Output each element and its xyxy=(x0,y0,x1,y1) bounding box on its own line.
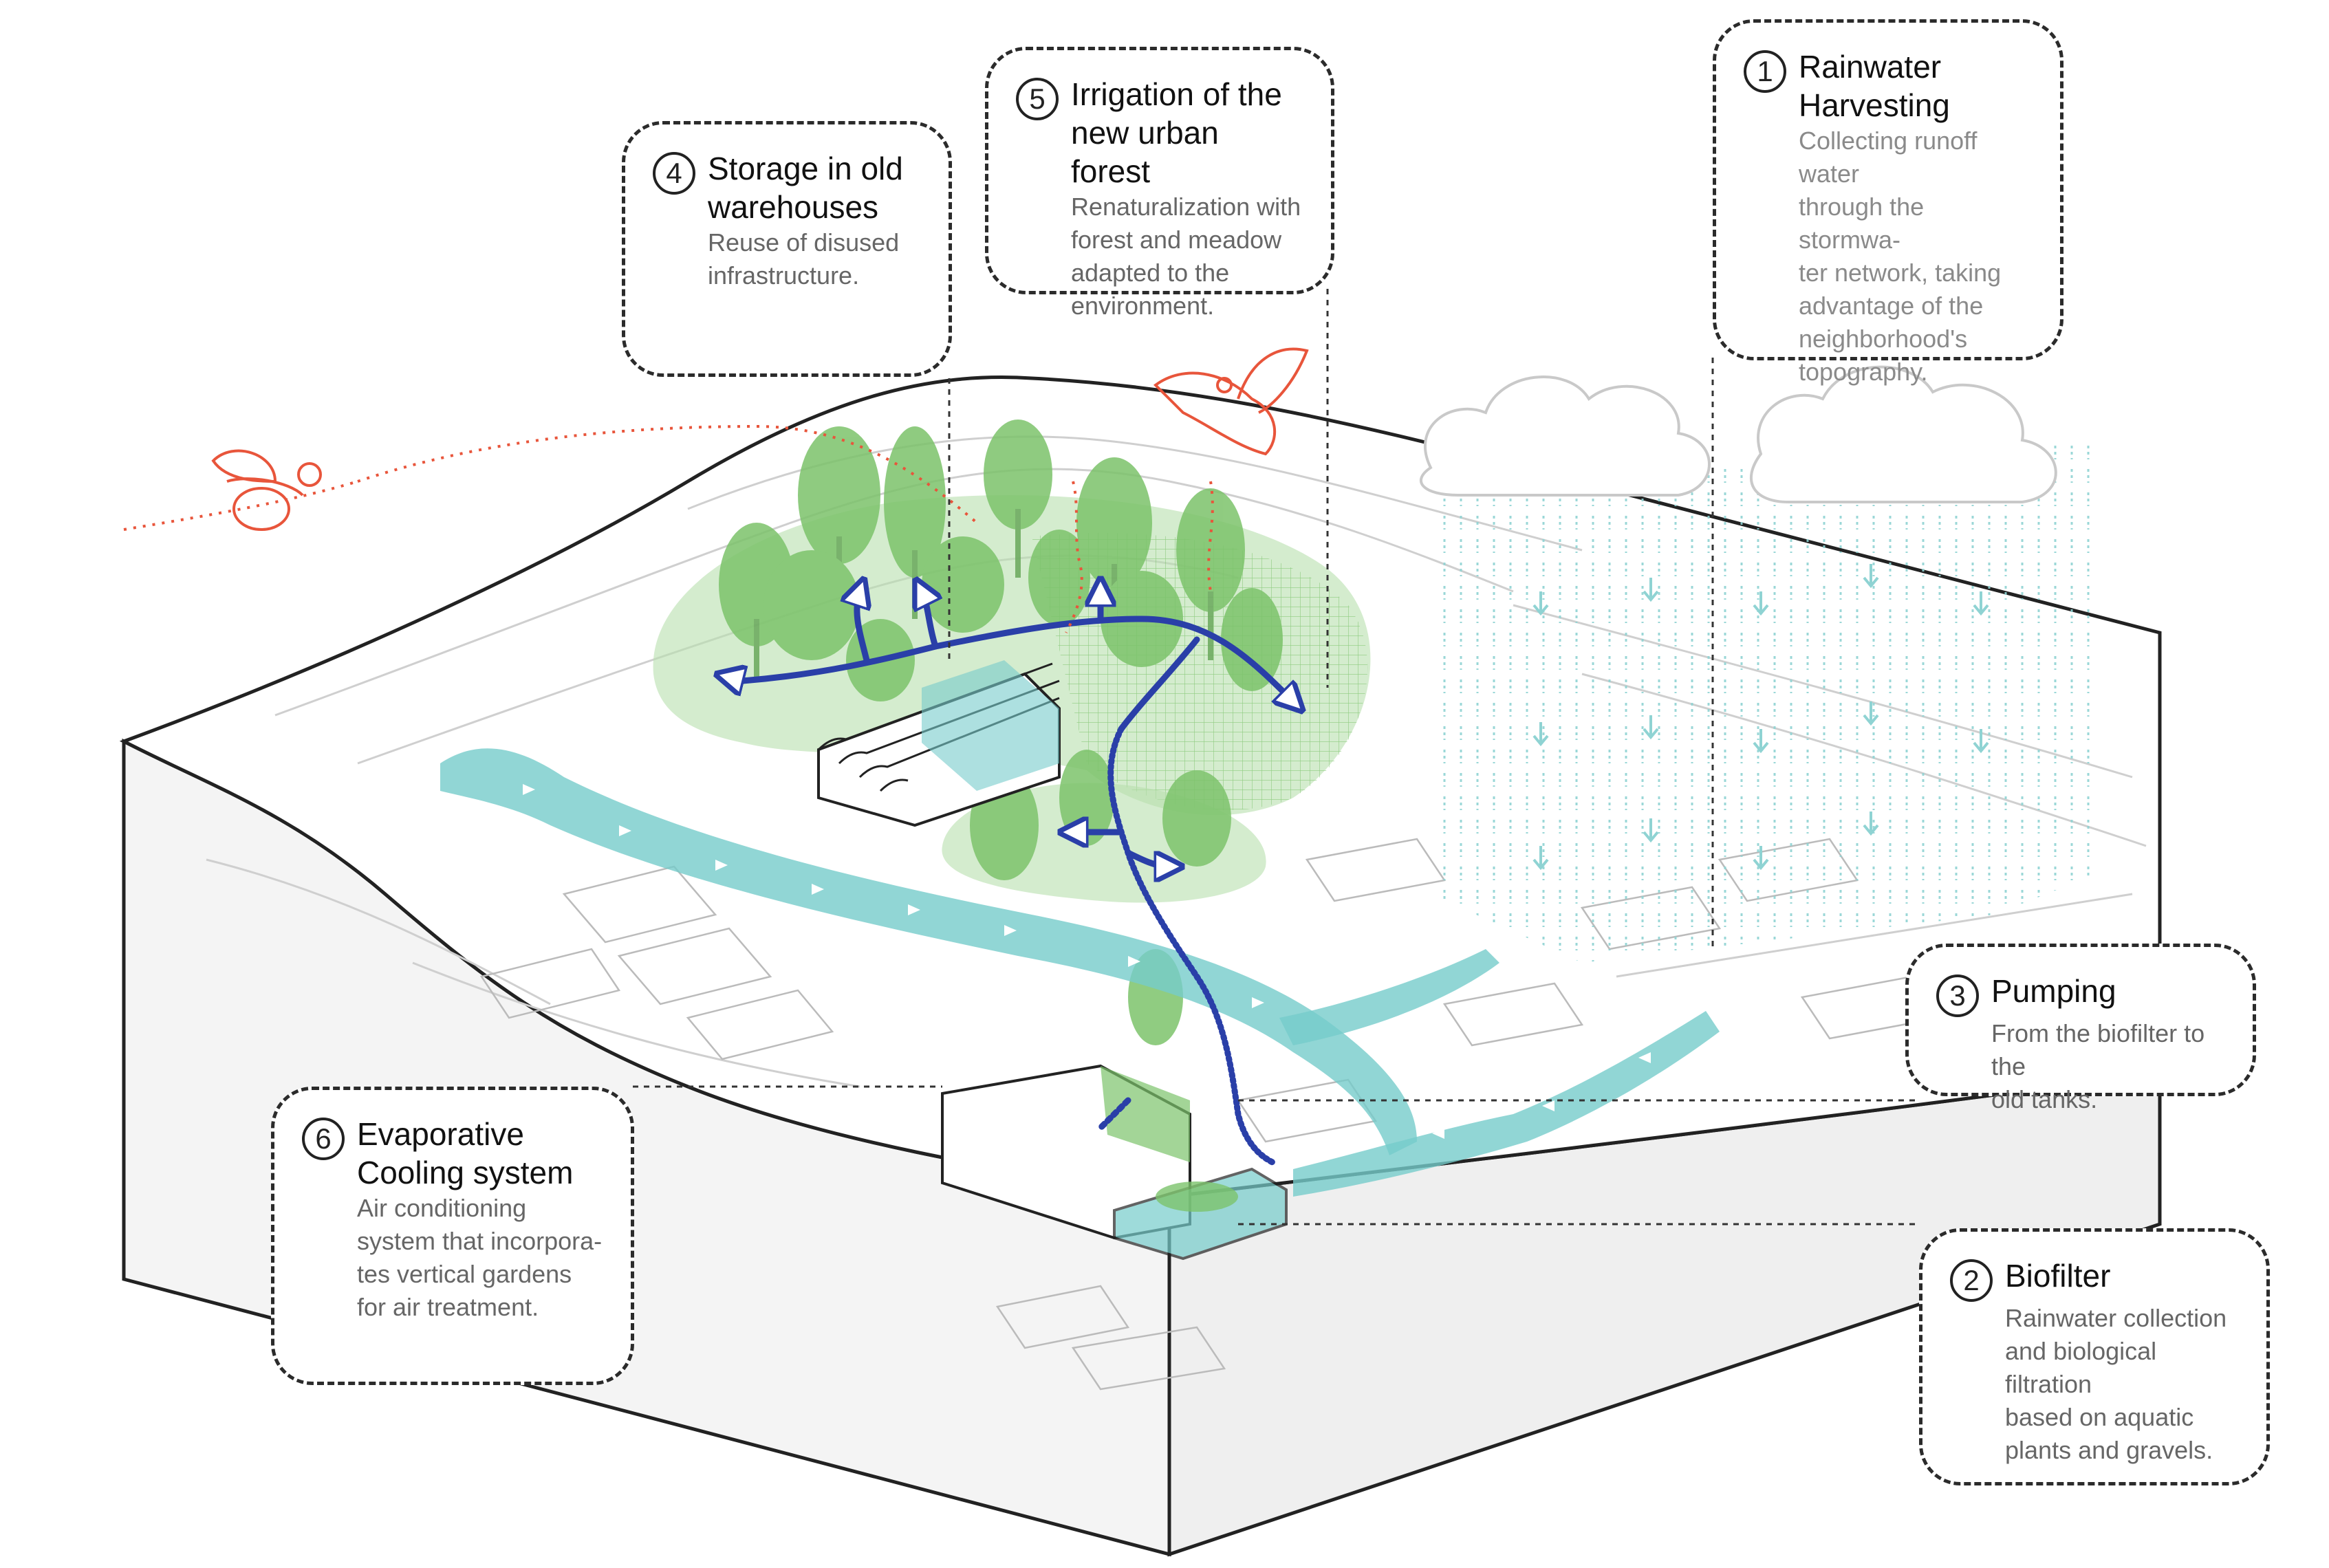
callout-title: Storage in old warehouses xyxy=(708,151,903,225)
irrigation-network xyxy=(729,591,1293,1166)
old-warehouses xyxy=(817,660,1061,827)
tree-icon xyxy=(763,550,860,660)
callout-irrigation-urban-forest: 5 Irrigation of the new urban forest Ren… xyxy=(985,47,1334,320)
tree-icon xyxy=(1221,588,1283,691)
bird-icon xyxy=(1153,347,1309,456)
callout-title: Irrigation of the new urban forest xyxy=(1071,76,1282,189)
callout-number: 5 xyxy=(1016,78,1059,120)
callout-description: Air conditioning system that incorpora- … xyxy=(357,1194,603,1321)
tree-icon xyxy=(984,420,1052,578)
rain-arrows xyxy=(1532,564,1989,871)
callout-description: Reuse of disused infrastructure. xyxy=(708,228,900,290)
callout-leaders xyxy=(633,289,1919,1226)
cloud-icon xyxy=(1420,365,2057,503)
tree-icon xyxy=(1028,530,1090,626)
callout-number: 3 xyxy=(1936,974,1979,1017)
callout-storage-warehouses: 4 Storage in old warehouses Reuse of dis… xyxy=(622,121,952,377)
callout-title: Pumping xyxy=(1991,973,2116,1009)
callout-biofilter: 2 Biofilter Rainwater collection and bio… xyxy=(1919,1228,2270,1485)
callout-number: 2 xyxy=(1950,1259,1993,1302)
tree-icon xyxy=(1162,770,1231,867)
channel-arrows xyxy=(523,784,1651,1139)
callout-number: 1 xyxy=(1744,50,1786,93)
rain-field xyxy=(1420,365,2098,963)
callout-pumping: 3 Pumping From the biofilter to the old … xyxy=(1905,944,2256,1113)
callout-description: Renaturalization with forest and meadow … xyxy=(1071,193,1301,320)
callout-number: 6 xyxy=(302,1118,345,1160)
callout-rainwater-harvesting: 1 Rainwater Harvesting Collecting runoff… xyxy=(1713,19,2063,386)
callout-description: From the biofilter to the old tanks. xyxy=(1991,1019,2205,1113)
bee-icon xyxy=(211,449,322,531)
callout-title: Evaporative Cooling system xyxy=(357,1116,574,1190)
channel-east xyxy=(1279,949,1499,1045)
trees xyxy=(719,420,1283,1045)
tree-icon xyxy=(922,536,1004,633)
rain-area xyxy=(1431,440,2098,963)
stormwater-channels xyxy=(440,748,1720,1197)
channel-west xyxy=(440,748,1417,1155)
storage-tank xyxy=(922,660,1059,791)
callout-evaporative-cooling: 6 Evaporative Cooling system Air conditi… xyxy=(271,1087,634,1385)
callout-description: Rainwater collection and biological filt… xyxy=(2005,1304,2227,1464)
callout-description: Collecting runoff water through the stor… xyxy=(1799,127,2002,386)
callout-title: Biofilter xyxy=(2005,1258,2111,1294)
callout-title: Rainwater Harvesting xyxy=(1799,49,1950,123)
channel-pump xyxy=(1293,1011,1720,1197)
callout-number: 4 xyxy=(653,152,695,195)
vertical-garden xyxy=(1101,1066,1190,1162)
fauna xyxy=(123,347,1309,633)
